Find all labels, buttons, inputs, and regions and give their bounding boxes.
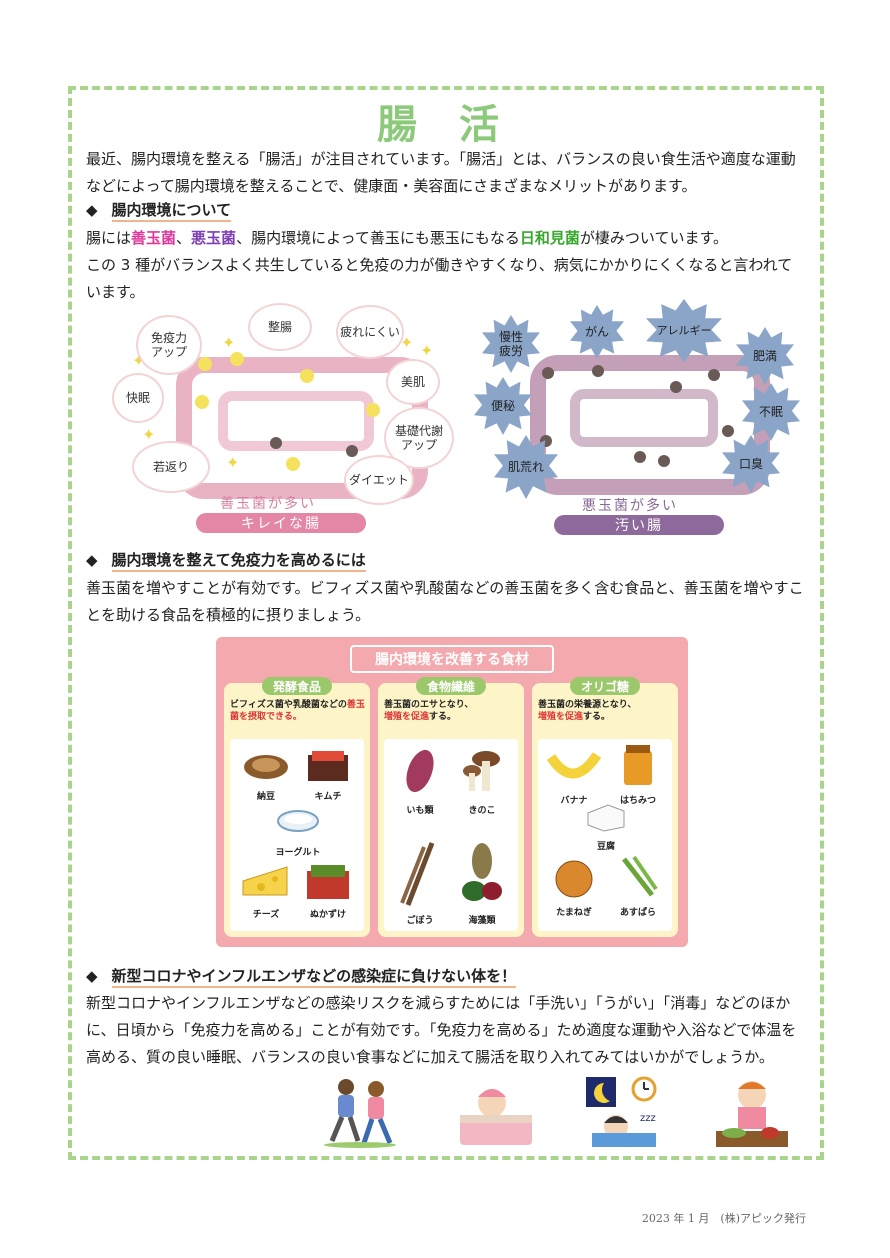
meal-illustration: [716, 1081, 788, 1147]
diamond-icon: ◆: [86, 551, 98, 569]
honey-jar-icon: [624, 745, 652, 785]
good-gut-label: キレイな腸: [196, 513, 366, 533]
benefit-bubble: 若返り: [134, 443, 208, 491]
bad-bacteria-term: 悪玉菌: [191, 229, 237, 247]
food-item: あすぱら: [610, 855, 666, 918]
banana-icon: [546, 752, 602, 779]
burdock-icon: [400, 842, 435, 906]
food-item: 豆腐: [578, 801, 634, 852]
problem-star: 便秘: [474, 377, 532, 435]
intro-paragraph: 最近、腸内環境を整える「腸活」が注目されています。「腸活」とは、バランスの良い食…: [86, 150, 796, 195]
kimchi-icon: [308, 751, 348, 781]
benefit-bubble: 美肌: [388, 361, 438, 403]
neutral-bacteria-term: 日和見菌: [519, 229, 580, 247]
problem-star: アレルギー: [646, 299, 722, 363]
fermented-foods-column: 発酵食品 ビフィズス菌や乳酸菌などの善玉菌を摂取できる。 納豆 キムチ ヨーグル…: [224, 677, 370, 937]
benefit-bubble: 免疫力 アップ: [138, 317, 200, 373]
benefit-bubble: ダイエット: [346, 457, 412, 503]
jogging-illustration: [324, 1079, 396, 1148]
page-title: 腸 活: [377, 102, 513, 148]
section1-heading: ◆腸内環境について: [86, 199, 232, 222]
footer-publisher: 2023 年 1 月 (株)アピック発行: [641, 1212, 806, 1225]
food-item: ぬかずけ: [300, 861, 356, 920]
bad-gut-label: 汚い腸: [554, 515, 724, 535]
dietary-fiber-column: 食物繊維 善玉菌のエサとなり、増殖を促進する。 いも類 きのこ ごぼう 海藻類: [378, 677, 524, 937]
cheese-icon: [242, 866, 288, 896]
diamond-icon: ◆: [86, 201, 98, 219]
food-item: 海藻類: [454, 841, 510, 926]
column-tag: 食物繊維: [416, 677, 486, 695]
benefit-bubble: 快眠: [114, 375, 162, 421]
tofu-icon: [587, 804, 625, 832]
food-item: ごぼう: [392, 841, 448, 926]
gut-comparison-illustration: ✦✦ ✦✦ ✦✦ 免疫力 アップ 整腸 疲れにくい 快眠 美肌 基礎代謝 アップ…: [110, 299, 800, 540]
food-item: はちみつ: [610, 743, 666, 806]
column-description: 善玉菌の栄養源となり、増殖を促進する。: [538, 700, 637, 722]
diamond-icon: ◆: [86, 967, 98, 985]
bath-illustration: [460, 1089, 532, 1145]
asparagus-icon: [622, 855, 658, 897]
food-item: たまねぎ: [544, 855, 604, 918]
onion-icon: [555, 860, 593, 898]
column-description: 善玉菌のエサとなり、増殖を促進する。: [384, 700, 474, 722]
dashed-frame: [68, 86, 824, 1160]
food-item: 納豆: [238, 747, 294, 802]
column-tag: 発酵食品: [262, 677, 332, 695]
seaweed-icon: [462, 843, 502, 901]
sweet-potato-icon: [406, 749, 434, 793]
yogurt-icon: [277, 810, 319, 832]
section3-paragraph: 新型コロナやインフルエンザなどの感染リスクを減らすためには「手洗い」「うがい」「…: [86, 994, 797, 1066]
food-item: キムチ: [300, 747, 356, 802]
food-panel-title: 腸内環境を改善する食材: [350, 645, 554, 673]
problem-star: がん: [570, 305, 624, 359]
food-item: きのこ: [454, 747, 510, 816]
benefit-bubble: 疲れにくい: [338, 307, 402, 357]
natto-icon: [244, 755, 288, 779]
problem-star: 慢性 疲労: [482, 315, 540, 373]
section1-line1: 腸には善玉菌、悪玉菌、腸内環境によって善玉にも悪玉にもなる日和見菌が棲みついてい…: [86, 229, 728, 247]
section2-paragraph: 善玉菌を増やすことが有効です。ビフィズス菌や乳酸菌などの善玉菌を多く含む食品と、…: [86, 579, 804, 624]
nukazuke-icon: [307, 865, 349, 899]
section1-line2: この 3 種がバランスよく共生していると免疫の力が働きやすくなり、病気にかかりに…: [86, 256, 793, 301]
food-panel: 腸内環境を改善する食材 発酵食品 ビフィズス菌や乳酸菌などの善玉菌を摂取できる。…: [216, 637, 688, 947]
oligosaccharide-column: オリゴ糖 善玉菌の栄養源となり、増殖を促進する。 バナナ はちみつ 豆腐 たまね…: [532, 677, 678, 937]
food-item: チーズ: [238, 861, 294, 920]
food-item: バナナ: [544, 747, 604, 806]
column-description: ビフィズス菌や乳酸菌などの善玉菌を摂取できる。: [230, 700, 365, 722]
benefit-bubble: 整腸: [250, 305, 310, 349]
section3-heading: ◆新型コロナやインフルエンザなどの感染症に負けない体を！: [86, 965, 517, 988]
good-gut-caption: 善玉菌が多い: [220, 496, 316, 512]
section2-heading: ◆腸内環境を整えて免疫力を高めるには: [86, 549, 366, 572]
mushroom-icon: [463, 751, 500, 791]
svg-text:zzz: zzz: [640, 1113, 656, 1124]
benefit-bubble: 基礎代謝 アップ: [386, 409, 452, 467]
bad-gut-caption: 悪玉菌が多い: [582, 498, 678, 514]
sleep-illustration: zzz: [586, 1076, 657, 1147]
good-bacteria-term: 善玉菌: [131, 229, 177, 247]
column-tag: オリゴ糖: [570, 677, 640, 695]
food-item: ヨーグルト: [268, 807, 328, 858]
food-item: いも類: [392, 747, 448, 816]
